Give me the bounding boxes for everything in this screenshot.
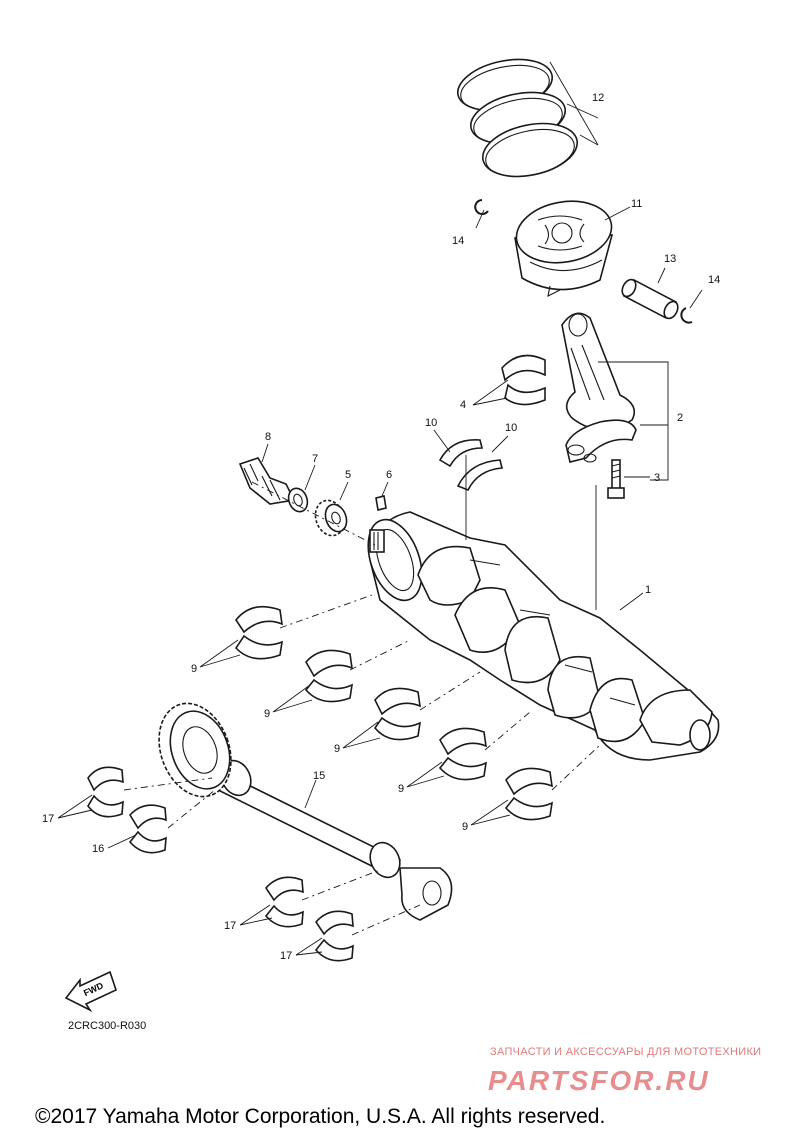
callout-9a: 9 [191, 663, 197, 675]
washer [287, 487, 309, 513]
drive-gear [314, 499, 348, 537]
conrod-bearing-halves [501, 354, 546, 406]
callout-15: 15 [313, 770, 325, 782]
connecting-rod [561, 312, 637, 463]
balancer-bearings [87, 766, 354, 962]
callout-9b: 9 [264, 708, 270, 720]
callout-17c: 17 [280, 950, 292, 962]
thrust-bearings [438, 439, 504, 492]
drawing-code: 2CRC300-R030 [68, 1020, 146, 1032]
callout-4: 4 [460, 399, 466, 411]
circlip-lower [680, 307, 693, 324]
main-bearings [234, 605, 554, 821]
callout-12: 12 [592, 92, 604, 104]
callout-2: 2 [677, 412, 683, 424]
piston-pin [621, 278, 679, 320]
callout-10b: 10 [505, 422, 517, 434]
callout-9c: 9 [334, 743, 340, 755]
callout-9d: 9 [398, 783, 404, 795]
callout-10a: 10 [425, 417, 437, 429]
circlip-upper [474, 199, 489, 215]
dowel-pin [375, 495, 387, 511]
piston [514, 200, 614, 297]
callout-17a: 17 [42, 813, 54, 825]
callout-6: 6 [386, 469, 392, 481]
callout-5: 5 [345, 469, 351, 481]
crankshaft [367, 511, 720, 761]
watermark-tagline: ЗАПЧАСТИ И АКСЕССУАРЫ ДЛЯ МОТОТЕХНИКИ [490, 1046, 761, 1058]
balancer-gear [158, 702, 232, 798]
callout-3: 3 [654, 472, 660, 484]
balancer-shaft [208, 759, 453, 921]
callout-14b: 14 [708, 274, 720, 286]
drive-bolt [238, 457, 296, 505]
piston-rings [456, 58, 579, 178]
watermark-brand: PARTSFOR.RU [488, 1065, 710, 1096]
callout-17b: 17 [224, 920, 236, 932]
conrod-bolt [607, 459, 625, 499]
callout-14a: 14 [452, 235, 464, 247]
copyright-notice: ©2017 Yamaha Motor Corporation, U.S.A. A… [35, 1105, 605, 1128]
callout-13: 13 [664, 253, 676, 265]
callout-7: 7 [312, 453, 318, 465]
callout-8: 8 [265, 431, 271, 443]
fwd-arrow-icon: FWD [64, 970, 117, 1013]
callout-1: 1 [645, 584, 651, 596]
callout-9e: 9 [462, 821, 468, 833]
callout-16: 16 [92, 843, 104, 855]
callout-11: 11 [631, 198, 642, 210]
